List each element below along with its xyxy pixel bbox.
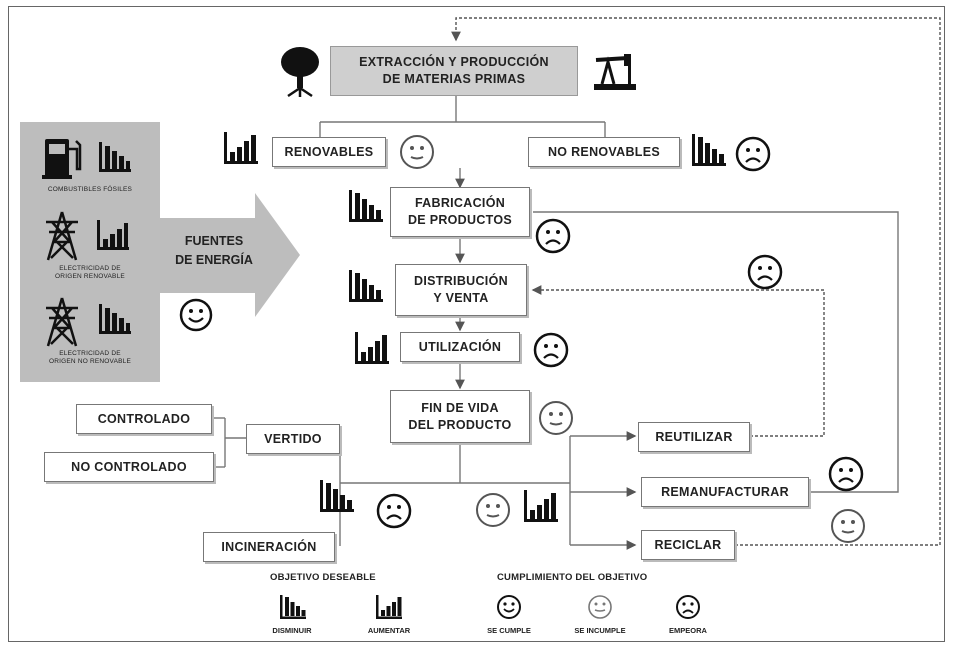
power-pylon-icon bbox=[46, 297, 78, 347]
decrease-chart-icon bbox=[280, 595, 306, 619]
use-box: UTILIZACIÓN bbox=[400, 332, 520, 362]
sad-face-icon bbox=[735, 136, 771, 172]
increase-chart-icon bbox=[97, 220, 129, 250]
renewables-box: RENOVABLES bbox=[272, 137, 386, 167]
happy-face-icon bbox=[497, 595, 521, 619]
happy-face-icon bbox=[179, 298, 213, 332]
line-remanuf-loop bbox=[533, 211, 899, 493]
decrease-chart-icon bbox=[99, 142, 131, 172]
legend-decrease-label: DISMINUIR bbox=[272, 626, 312, 635]
energy-arrow bbox=[150, 193, 300, 317]
controlled-box: CONTROLADO bbox=[76, 404, 212, 434]
line-reuse-loop bbox=[531, 285, 825, 437]
sad-face-icon bbox=[747, 254, 783, 290]
end-of-life-box: FIN DE VIDA DEL PRODUCTO bbox=[390, 390, 530, 443]
decrease-chart-icon bbox=[349, 190, 383, 222]
oil-pump-icon bbox=[594, 54, 636, 90]
legend-increase-label: AUMENTAR bbox=[367, 626, 411, 635]
recycle-box: RECICLAR bbox=[641, 530, 735, 560]
neutral-face-icon bbox=[588, 595, 612, 619]
neutral-face-icon bbox=[831, 509, 865, 543]
uncontrolled-box: NO CONTROLADO bbox=[44, 452, 214, 482]
sad-face-icon bbox=[533, 332, 569, 368]
decrease-chart-icon bbox=[99, 304, 131, 334]
incineration-box: INCINERACIÓN bbox=[203, 532, 335, 562]
power-pylon-icon bbox=[46, 211, 78, 261]
sad-face-icon bbox=[535, 218, 571, 254]
sad-face-icon bbox=[828, 456, 864, 492]
line-recycle-loop bbox=[451, 17, 941, 546]
decrease-chart-icon bbox=[349, 270, 383, 302]
neutral-face-icon bbox=[476, 493, 510, 527]
legend-met-label: SE CUMPLE bbox=[487, 626, 531, 635]
decrease-chart-icon bbox=[692, 134, 726, 166]
nonrenewable-electricity-label: ELECTRICIDAD DE ORIGEN NO RENOVABLE bbox=[48, 350, 132, 366]
manufacturing-box: FABRICACIÓN DE PRODUCTOS bbox=[390, 187, 530, 237]
renewable-electricity-label: ELECTRICIDAD DE ORIGEN RENOVABLE bbox=[55, 265, 125, 281]
remanufacture-box: REMANUFACTURAR bbox=[641, 477, 809, 507]
legend-compliance-title: CUMPLIMIENTO DEL OBJETIVO bbox=[497, 572, 648, 583]
landfill-box: VERTIDO bbox=[246, 424, 340, 454]
tree-icon bbox=[281, 47, 319, 98]
legend-worsens-label: EMPEORA bbox=[669, 626, 707, 635]
energy-arrow-label: FUENTES DE ENERGÍA bbox=[175, 234, 253, 267]
increase-chart-icon bbox=[524, 490, 558, 522]
reuse-box: REUTILIZAR bbox=[638, 422, 750, 452]
fossil-fuels-label: COMBUSTIBLES FÓSILES bbox=[47, 186, 133, 193]
increase-chart-icon bbox=[376, 595, 402, 619]
non-renewables-box: NO RENOVABLES bbox=[528, 137, 680, 167]
neutral-face-icon bbox=[539, 401, 573, 435]
frame bbox=[8, 6, 945, 642]
fuel-pump-icon bbox=[42, 139, 82, 179]
raw-materials-box: EXTRACCIÓN Y PRODUCCIÓN DE MATERIAS PRIM… bbox=[330, 46, 578, 96]
distribution-box: DISTRIBUCIÓN Y VENTA bbox=[395, 264, 527, 316]
sad-face-icon bbox=[676, 595, 700, 619]
increase-chart-icon bbox=[355, 332, 389, 364]
increase-chart-icon bbox=[224, 132, 258, 164]
energy-sources-panel bbox=[20, 122, 160, 382]
neutral-face-icon bbox=[400, 135, 434, 169]
sad-face-icon bbox=[376, 493, 412, 529]
legend-goal-title: OBJETIVO DESEABLE bbox=[270, 572, 376, 583]
legend-not-met-label: SE INCUMPLE bbox=[574, 626, 626, 635]
decrease-chart-icon bbox=[320, 480, 354, 512]
